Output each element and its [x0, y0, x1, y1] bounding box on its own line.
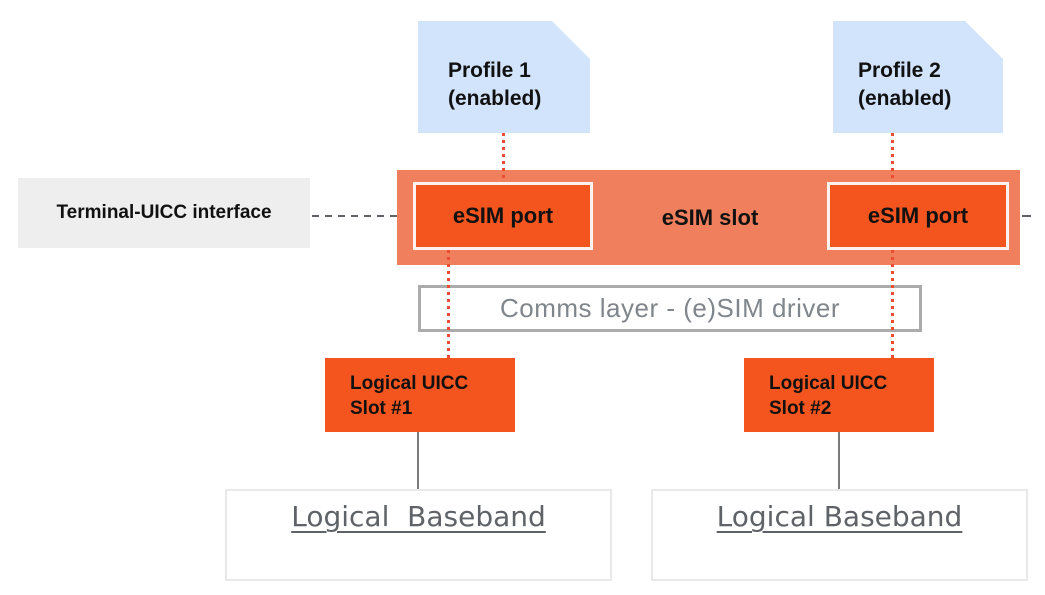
profile1-status: (enabled) [448, 87, 542, 110]
port1-to-uicc-slot1-dotted-line [447, 250, 450, 359]
esim-port-2-label: eSIM port [867, 203, 969, 228]
profile1-to-port1-dotted-line [502, 133, 505, 181]
terminal-uicc-interface-label: Terminal-UICC interface [56, 202, 272, 223]
uicc-slot2-line1: Logical UICC [769, 373, 888, 394]
uicc-slot2-line2: Slot #2 [769, 398, 832, 419]
uicc-slot2-to-baseband2-line [838, 432, 840, 489]
profile1-name: Profile 1 [448, 59, 531, 82]
logical-baseband2-box: Logical Baseband [651, 489, 1028, 581]
logical-uicc-slot1-box: Logical UICC Slot #1 [325, 358, 515, 432]
profile2-card: Profile 2 (enabled) [833, 21, 1003, 133]
logical-uicc-slot2-box: Logical UICC Slot #2 [744, 358, 934, 432]
port2-to-uicc-slot2-dotted-line [891, 250, 894, 359]
uicc-slot1-line1: Logical UICC [350, 373, 469, 394]
esim-slot-bar: eSIM port eSIM slot eSIM port [397, 170, 1020, 265]
esim-port-1-label: eSIM port [452, 203, 554, 228]
terminal-to-slot-dashed-line [312, 215, 398, 217]
profile2-status: (enabled) [858, 87, 952, 110]
comms-layer-label: Comms layer - (e)SIM driver [500, 293, 840, 323]
profile2-to-port2-dotted-line [891, 133, 894, 181]
esim-port-2-box: eSIM port [827, 182, 1009, 250]
profile1-card: Profile 1 (enabled) [418, 21, 590, 133]
esim-port-1-box: eSIM port [413, 182, 593, 250]
logical-baseband2-label: Logical Baseband [716, 500, 963, 533]
comms-layer-box: Comms layer - (e)SIM driver [418, 285, 922, 332]
uicc-slot1-line2: Slot #1 [350, 398, 413, 419]
uicc-slot1-to-baseband1-line [417, 432, 419, 489]
esim-slot-label: eSIM slot [661, 204, 759, 230]
terminal-uicc-interface-box: Terminal-UICC interface [18, 178, 310, 248]
profile2-name: Profile 2 [858, 59, 941, 82]
logical-baseband1-label: Logical Baseband [291, 500, 546, 533]
logical-baseband1-box: Logical Baseband [225, 489, 612, 581]
slot-right-dashed-line [1022, 215, 1031, 217]
